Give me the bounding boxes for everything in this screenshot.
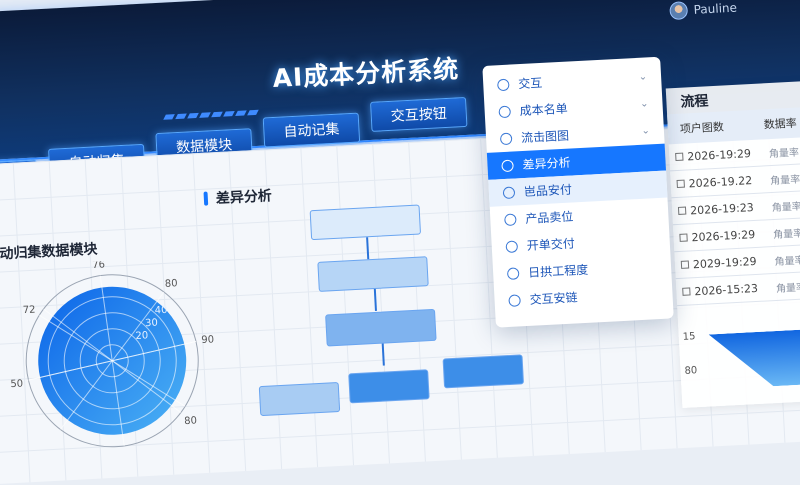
chart-icon	[499, 132, 513, 145]
menu-item-label: 产品卖位	[524, 209, 574, 226]
row-value: 角量率	[769, 174, 800, 187]
column-header[interactable]: 项户图数	[679, 120, 725, 136]
decor-stripes	[163, 109, 259, 120]
angular-tick-label: 80	[184, 415, 197, 427]
dropdown-menu: 交互 ⌄ 成本名单 ⌄ 流击图图 ⌄ 差异分析岜品安付产品卖位开单交付日拱工程度交互安链	[482, 56, 674, 328]
flow-node[interactable]	[442, 354, 525, 389]
chevron-down-icon[interactable]: ⌄	[641, 125, 651, 137]
calendar-icon	[680, 260, 690, 269]
list-icon	[498, 105, 512, 118]
radial-tick-label: 30	[145, 318, 158, 330]
row-value: 角量率	[772, 227, 800, 241]
flow-node[interactable]	[317, 256, 429, 292]
document-icon	[506, 266, 520, 280]
building-icon	[502, 185, 516, 199]
menu-item-label: 差异分析	[522, 155, 571, 173]
row-date: 2029-19:29	[692, 254, 757, 271]
row-value: 角量率	[771, 200, 800, 214]
column-header[interactable]: 数据率	[763, 116, 798, 132]
row-value: 角量率	[774, 254, 800, 268]
flow-node[interactable]	[258, 381, 341, 417]
location-icon	[505, 239, 519, 253]
row-date: 2026-19.22	[688, 173, 753, 190]
user-name: Pauline	[693, 0, 738, 17]
middle-panel-title: 差异分析	[203, 185, 272, 209]
polar-spoke	[39, 314, 186, 407]
calendar-icon	[682, 287, 691, 296]
radial-tick-label: 40	[155, 305, 168, 317]
menu-item-label: 交互	[517, 75, 543, 92]
hexagon-icon	[496, 78, 510, 91]
middle-title-text: 差异分析	[215, 188, 273, 208]
nav-button-interaction[interactable]: 交互按钮	[370, 96, 468, 132]
flow-node[interactable]	[325, 308, 437, 347]
angular-tick-label: 50	[10, 379, 23, 391]
polar-ring	[79, 328, 145, 394]
flow-node[interactable]	[309, 204, 422, 241]
calendar-icon	[679, 233, 688, 242]
radial-tick-label: 20	[135, 330, 148, 342]
compare-icon	[501, 159, 514, 172]
calendar-icon	[676, 179, 685, 188]
funnel-chart: 15 80	[678, 317, 800, 396]
polar-ring	[95, 344, 129, 378]
angular-tick-label: 76	[92, 259, 105, 271]
angular-tick-label: 80	[165, 278, 178, 290]
funnel-shape	[709, 327, 800, 389]
title-accent-bar	[203, 191, 209, 206]
angular-tick-label: 72	[23, 305, 36, 317]
row-value: 角量率	[768, 147, 800, 160]
calendar-icon	[675, 152, 684, 162]
calendar-icon	[677, 206, 687, 215]
polar-ring	[63, 312, 161, 410]
menu-item-label: 成本名单	[519, 101, 569, 119]
menu-item-label: 岜品安付	[523, 182, 573, 199]
menu-item-label: 日拱工程度	[527, 262, 589, 280]
target-icon	[504, 212, 517, 226]
row-date: 2026-19:23	[689, 200, 755, 217]
nav-button-auto-record[interactable]: 自动记集	[262, 112, 361, 148]
user-profile[interactable]: Pauline	[669, 0, 738, 21]
app-title: AI成本分析系统	[271, 54, 460, 93]
check-circle-icon	[508, 293, 521, 307]
chevron-down-icon[interactable]: ⌄	[639, 98, 649, 110]
row-date: 2026-19:29	[691, 227, 756, 244]
row-value: 角量率	[775, 281, 800, 295]
row-date: 2026-15:23	[694, 281, 759, 298]
avatar[interactable]	[669, 1, 689, 21]
chevron-down-icon[interactable]: ⌄	[638, 71, 648, 83]
row-date: 2026-19:29	[686, 146, 752, 163]
funnel-label: 80	[684, 365, 698, 377]
menu-item-label: 开单交付	[526, 236, 576, 253]
menu-item-label: 交互安链	[529, 290, 578, 307]
funnel-label: 15	[682, 331, 696, 343]
menu-item-label: 流击图图	[520, 128, 570, 146]
angular-tick-label: 90	[201, 334, 214, 346]
flow-node[interactable]	[348, 369, 430, 404]
